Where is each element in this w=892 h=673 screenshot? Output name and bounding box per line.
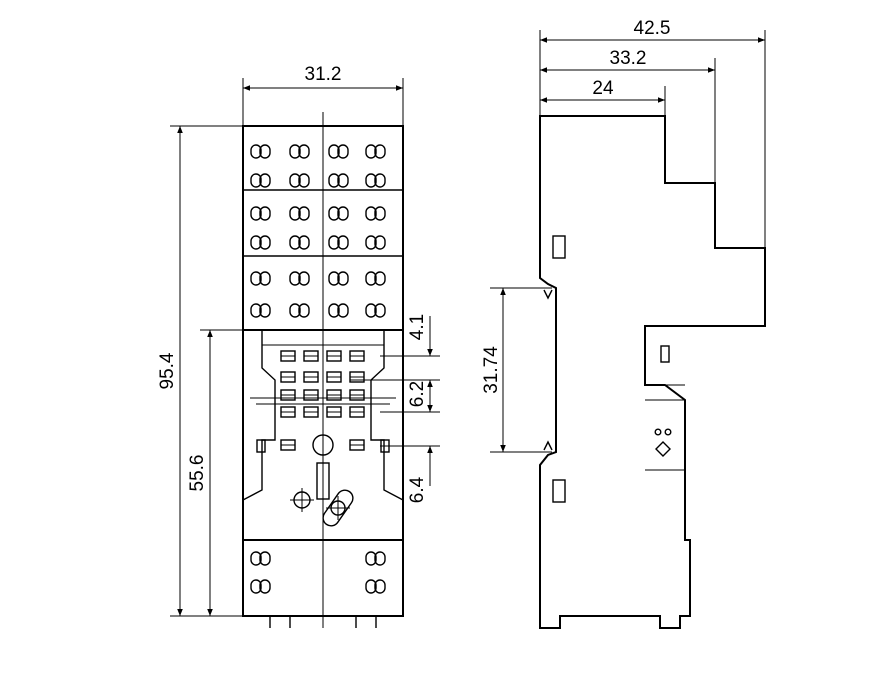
terminal-screw-icon [289,303,310,318]
center-hole [312,434,334,456]
dim-rail-width: 31.74 [481,346,502,394]
side-view: 31.74 42.5 33.2 24 [481,18,766,629]
terminal-screw-icon [250,144,271,159]
terminal-screw-icon [289,235,310,250]
dim-pin-spacing-3: 6.4 [407,476,428,503]
terminal-screw-icon [250,579,271,594]
pin-slot-grid [280,350,365,451]
release-tab [316,462,330,500]
terminal-screw-icon [250,206,271,221]
terminal-screw-icon [365,551,386,566]
relay-mount-area [242,330,404,527]
terminal-screw-icon [328,144,349,159]
terminal-screw-icon [365,235,386,250]
terminal-screw-icon [250,271,271,286]
terminal-screw-icon [289,271,310,286]
terminal-screw-icon [289,173,310,188]
dim-side-depth-total: 42.5 [634,18,671,39]
screw-slot [322,489,354,527]
terminal-screw-icon [328,206,349,221]
terminal-screw-icon [250,173,271,188]
terminal-screw-icon [250,303,271,318]
terminal-screw-icon [365,144,386,159]
side-body-outline [539,115,766,629]
side-window-bottom [552,479,566,503]
terminal-screw-icon [328,303,349,318]
terminal-screw-icon [365,271,386,286]
terminal-screw-icon [328,271,349,286]
terminal-screw-icon [250,551,271,566]
side-window-top [552,235,566,259]
dim-front-width: 31.2 [305,64,342,85]
side-marker [655,441,671,457]
front-view: 31.2 95.4 55.6 4.1 6.2 6.4 [157,64,440,628]
front-terminal-rows [250,144,386,594]
terminal-screw-icon [365,303,386,318]
dim-front-lower-height: 55.6 [187,455,208,492]
terminal-screw-icon [289,144,310,159]
dim-pin-spacing-2: 6.2 [407,381,428,407]
terminal-screw-icon [365,173,386,188]
terminal-screw-icon [289,206,310,221]
terminal-screw-icon [365,206,386,221]
terminal-screw-icon [328,235,349,250]
terminal-screw-icon [328,173,349,188]
dim-side-depth-mid: 33.2 [610,48,647,69]
terminal-screw-icon [250,235,271,250]
side-latch [660,345,670,363]
dim-pin-spacing-1: 4.1 [407,314,428,340]
terminal-screw-icon [365,579,386,594]
dim-side-depth-top: 24 [592,78,614,99]
dim-front-height: 95.4 [157,352,178,389]
